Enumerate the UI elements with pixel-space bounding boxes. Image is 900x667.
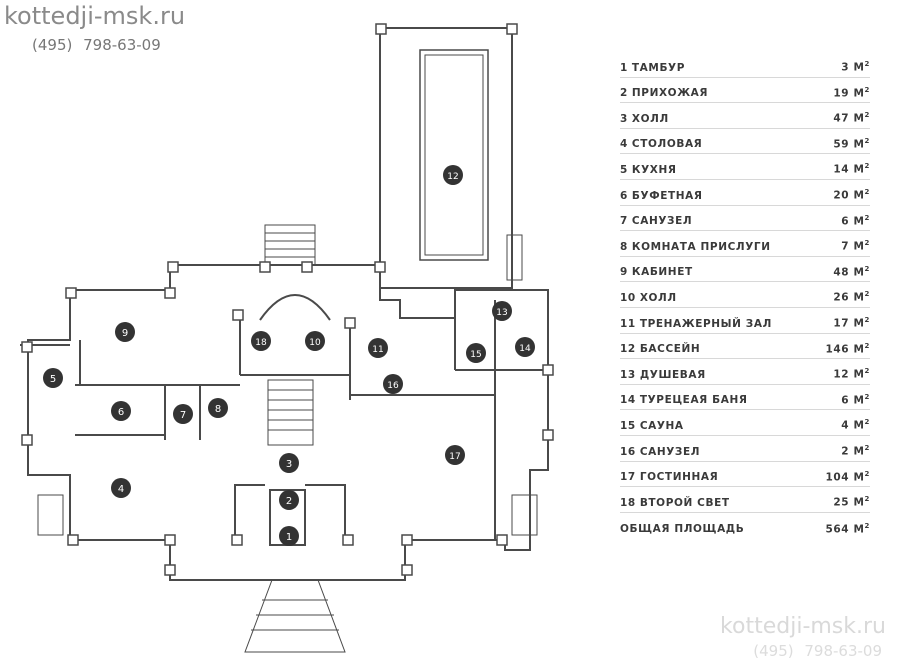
svg-text:2: 2 — [286, 496, 292, 507]
svg-text:3: 3 — [286, 459, 292, 470]
stair-entrance — [244, 579, 346, 653]
svg-text:12: 12 — [447, 172, 458, 182]
svg-text:11: 11 — [372, 345, 383, 355]
room-marker-8 — [208, 398, 228, 418]
svg-text:6: 6 — [118, 407, 124, 418]
room-marker-1 — [279, 526, 299, 546]
watermark-site: kottedji-msk.ru — [720, 614, 886, 639]
room-marker-15 — [466, 343, 486, 363]
svg-text:15: 15 — [470, 350, 481, 360]
pool-wing-wall — [379, 27, 513, 289]
room-marker-16 — [383, 374, 403, 394]
room-marker-13 — [492, 301, 512, 321]
room-marker-6 — [111, 401, 131, 421]
stair-north — [264, 224, 316, 266]
room-marker-7 — [173, 404, 193, 424]
room-markers: 1 2 3 4 5 6 7 8 9 10 11 12 13 14 15 16 1… — [43, 165, 535, 546]
svg-text:9: 9 — [122, 328, 128, 339]
svg-text:18: 18 — [255, 338, 267, 348]
svg-text:7: 7 — [180, 410, 186, 421]
svg-text:13: 13 — [496, 308, 507, 318]
room-marker-5 — [43, 368, 63, 388]
svg-text:16: 16 — [387, 381, 399, 391]
svg-text:14: 14 — [519, 344, 531, 354]
room-marker-14 — [515, 337, 535, 357]
pool-basin — [419, 49, 489, 261]
room-marker-17 — [445, 445, 465, 465]
room-marker-11 — [368, 338, 388, 358]
room-marker-2 — [279, 490, 299, 510]
svg-text:1: 1 — [286, 532, 292, 543]
room-marker-18 — [251, 331, 271, 351]
svg-text:8: 8 — [215, 404, 221, 415]
svg-text:4: 4 — [118, 484, 124, 495]
room-marker-10 — [305, 331, 325, 351]
stair-main — [267, 379, 314, 446]
svg-text:17: 17 — [449, 452, 460, 462]
watermark-phone: (495) 798-63-09 — [753, 642, 882, 660]
room-marker-12 — [443, 165, 463, 185]
phone-number: (495) 798-63-09 — [32, 36, 161, 54]
room-marker-9 — [115, 322, 135, 342]
room-marker-4 — [111, 478, 131, 498]
site-logo-text: kottedji-msk.ru — [4, 2, 186, 30]
room-marker-3 — [279, 453, 299, 473]
svg-text:10: 10 — [309, 338, 321, 348]
svg-text:5: 5 — [50, 374, 56, 385]
